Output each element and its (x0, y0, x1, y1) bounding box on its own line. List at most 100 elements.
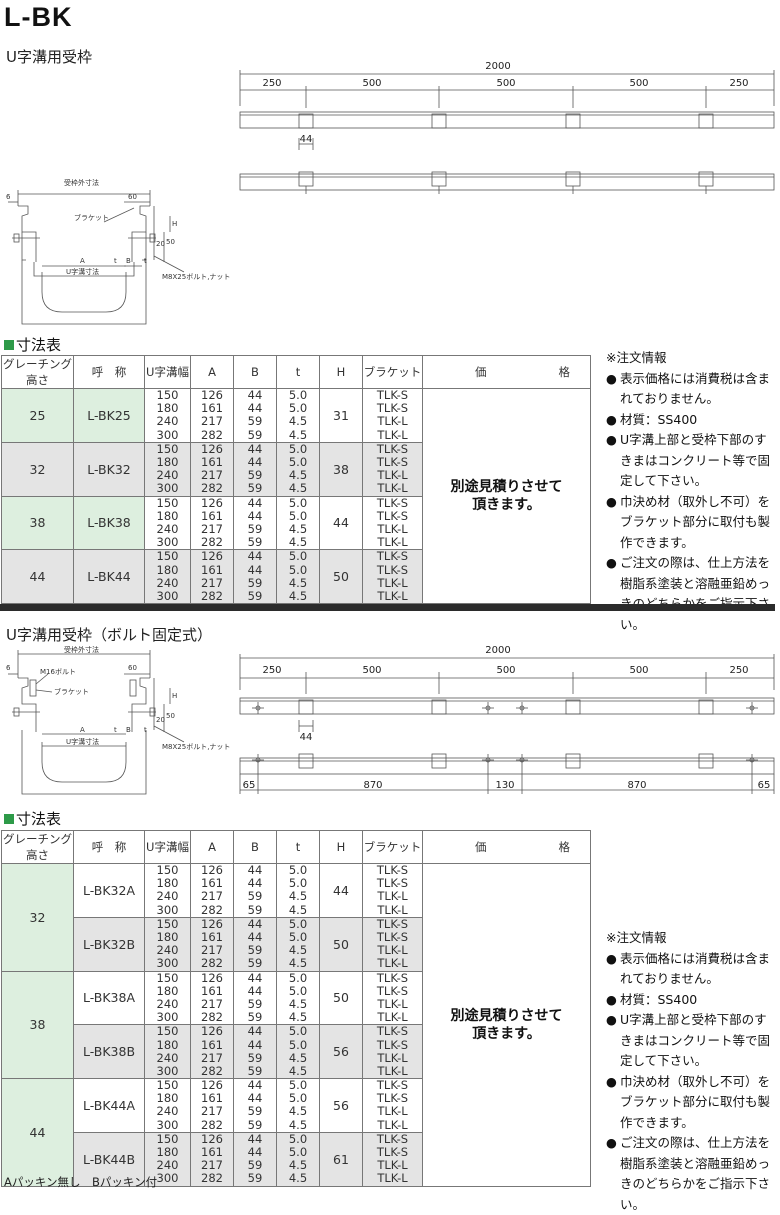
bracket-cell: TLK-S (362, 863, 423, 878)
grating-height-cell: 44 (1, 549, 74, 604)
h-value-cell: 50 (319, 916, 363, 972)
value-cell: 300 (144, 536, 191, 550)
bracket-cell: TLK-S (362, 1145, 423, 1160)
value-cell: 44 (233, 455, 277, 470)
value-cell: 5.0 (276, 984, 320, 998)
bracket-cell: TLK-L (362, 522, 423, 537)
value-cell: 161 (190, 984, 234, 998)
note-item: ●ご注文の際は、仕上方法を樹脂系塗装と溶融亜鉛めっきのどちらかをご指示下さい。 (606, 555, 771, 632)
value-cell: 180 (144, 984, 191, 998)
value-cell: 4.5 (276, 576, 320, 590)
value-cell: 44 (233, 495, 277, 510)
bracket-cell: TLK-L (362, 415, 423, 429)
value-cell: 4.5 (276, 415, 320, 429)
value-cell: 59 (233, 590, 277, 604)
product-name-cell: L-BK32A (73, 863, 145, 918)
bracket-cell: TLK-L (362, 536, 423, 550)
value-cell: 300 (144, 482, 191, 496)
product-name-cell: L-BK32B (73, 916, 145, 972)
bracket-cell: TLK-S (362, 495, 423, 510)
note-item: ●材質：SS400 (606, 411, 698, 427)
product-name-cell: L-BK32 (73, 441, 145, 497)
value-cell: 282 (190, 482, 234, 496)
price-cell: 別途見積りさせて頂きます。 (422, 388, 591, 604)
value-cell: 59 (233, 482, 277, 496)
value-cell: 44 (233, 916, 277, 931)
section-divider (0, 604, 775, 611)
dim-20: 20 (156, 240, 165, 248)
value-cell: 126 (190, 916, 234, 931)
product-name-cell: L-BK44B (73, 1131, 145, 1187)
dim-seg-3-2: 500 (496, 665, 515, 676)
value-cell: 4.5 (276, 522, 320, 537)
value-cell: 150 (144, 916, 191, 931)
bracket-cell: TLK-S (362, 877, 423, 891)
dim-seg-1-2: 250 (262, 665, 281, 676)
value-cell: 240 (144, 576, 191, 590)
dim-50: 50 (166, 238, 175, 246)
note-item: ●巾決め材（取外し不可）をブラケット部分に取付も製作できます。 (606, 493, 771, 550)
dim-bolt-edge-left: 65 (243, 780, 256, 791)
value-cell: 5.0 (276, 549, 320, 564)
value-cell: 59 (233, 522, 277, 537)
note-item: ●ご注文の際は、仕上方法を樹脂系塗装と溶融亜鉛めっきのどちらかをご指示下さい。 (606, 1135, 771, 1212)
value-cell: 300 (144, 1011, 191, 1025)
value-cell: 161 (190, 509, 234, 523)
value-cell: 126 (190, 970, 234, 985)
value-cell: 217 (190, 576, 234, 590)
value-cell: 59 (233, 428, 277, 443)
plan-drawing: 2000 250 500 500 500 250 44 (239, 61, 775, 194)
value-cell: 4.5 (276, 903, 320, 918)
bracket-cell: TLK-L (362, 428, 423, 443)
dim-seg-1: 250 (262, 78, 281, 89)
price-cell: 別途見積りさせて頂きます。 (422, 863, 591, 1187)
h-value-cell: 50 (319, 970, 363, 1026)
order-notes-2: ※注文情報 ●表示価格には消費税は含まれておりません。 ●材質：SS400 ●U… (606, 928, 776, 1215)
value-cell: 59 (233, 469, 277, 483)
value-cell: 150 (144, 1078, 191, 1093)
bracket-cell: TLK-L (362, 890, 423, 904)
value-cell: 4.5 (276, 1065, 320, 1079)
value-cell: 44 (233, 388, 277, 403)
value-cell: 300 (144, 1065, 191, 1079)
value-cell: 180 (144, 563, 191, 577)
value-cell: 59 (233, 536, 277, 550)
h-value-cell: 56 (319, 1024, 363, 1079)
bracket-cell: TLK-S (362, 1078, 423, 1093)
label-bolt-2: M8X25ボルト,ナット (162, 743, 230, 751)
h-value-cell: 38 (319, 441, 363, 497)
value-cell: 59 (233, 1065, 277, 1079)
value-cell: 282 (190, 903, 234, 918)
value-cell: 282 (190, 536, 234, 550)
value-cell: 161 (190, 1038, 234, 1052)
bracket-cell: TLK-L (362, 1011, 423, 1025)
value-cell: 5.0 (276, 916, 320, 931)
green-square-icon (4, 339, 14, 350)
grating-height-cell: 38 (1, 495, 74, 551)
value-cell: 44 (233, 441, 277, 456)
value-cell: 180 (144, 509, 191, 523)
value-cell: 44 (233, 984, 277, 998)
bracket-cell: TLK-L (362, 957, 423, 971)
value-cell: 5.0 (276, 863, 320, 878)
grating-height-cell: 38 (1, 970, 74, 1079)
value-cell: 282 (190, 1172, 234, 1186)
value-cell: 59 (233, 1011, 277, 1025)
bracket-cell: TLK-S (362, 1038, 423, 1052)
value-cell: 126 (190, 495, 234, 510)
section1-subtitle: U字溝用受枠 (6, 48, 92, 66)
grating-height-cell: 32 (1, 441, 74, 497)
